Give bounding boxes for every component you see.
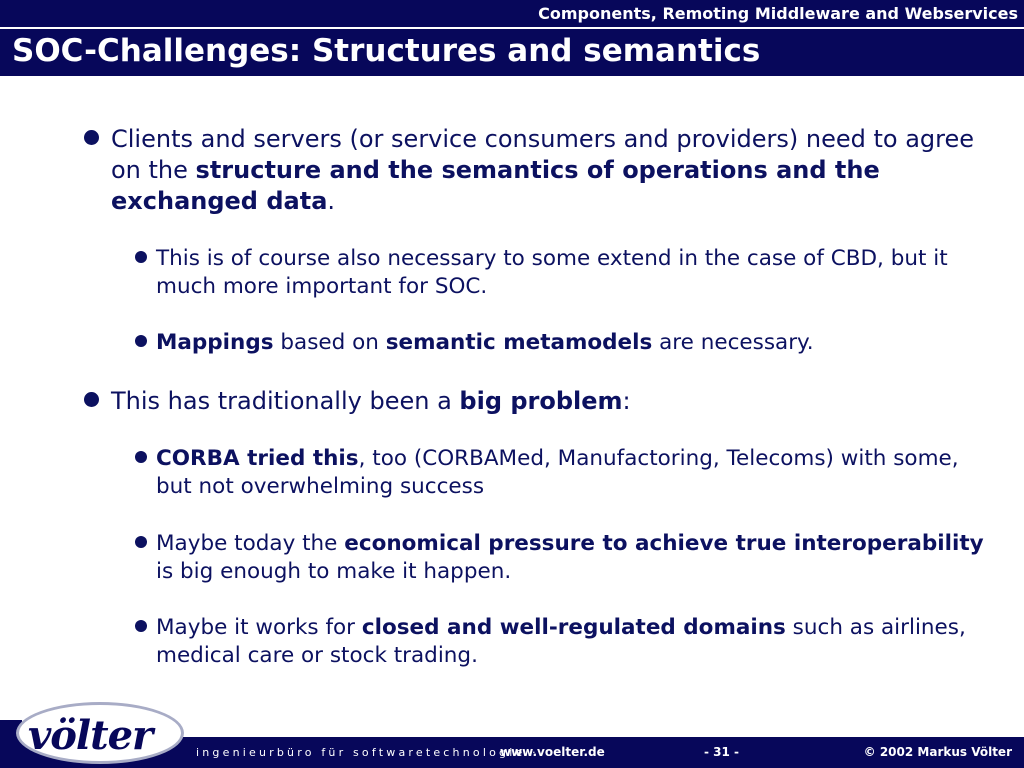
header-divider (0, 27, 1024, 29)
logo-ring (16, 702, 184, 764)
bullet-2: This has traditionally been a big proble… (84, 386, 991, 417)
bullet-dot-icon (135, 620, 147, 632)
bullet-dot-icon (135, 251, 147, 263)
bullet-1-2: Mappings based on semantic metamodels ar… (135, 329, 996, 357)
page-number: - 31 - (704, 745, 740, 759)
bullet-dot-icon (135, 451, 147, 463)
bullet-dot-icon (135, 536, 147, 548)
footer-url: www.voelter.de (500, 745, 605, 759)
bullet-dot-icon (135, 335, 147, 347)
slide-header: Components, Remoting Middleware and Webs… (0, 0, 1024, 76)
copyright: © 2002 Markus Völter (863, 745, 1012, 759)
slide-title: SOC-Challenges: Structures and semantics (12, 33, 761, 69)
bullet-dot-icon (84, 392, 99, 407)
bullet-dot-icon (84, 130, 99, 145)
bullet-2-2: Maybe today the economical pressure to a… (135, 530, 996, 586)
bullet-1: Clients and servers (or service consumer… (84, 124, 991, 217)
bullet-1-1: This is of course also necessary to some… (135, 245, 996, 301)
course-title: Components, Remoting Middleware and Webs… (538, 4, 1018, 23)
bullet-2-1: CORBA tried this, too (CORBAMed, Manufac… (135, 445, 996, 501)
logo-text: völter (28, 712, 153, 759)
bullet-2-3: Maybe it works for closed and well-regul… (135, 614, 996, 670)
footer-tagline: ingenieurbüro für softwaretechnologie · (196, 746, 539, 759)
voelter-logo: völter (0, 700, 190, 768)
